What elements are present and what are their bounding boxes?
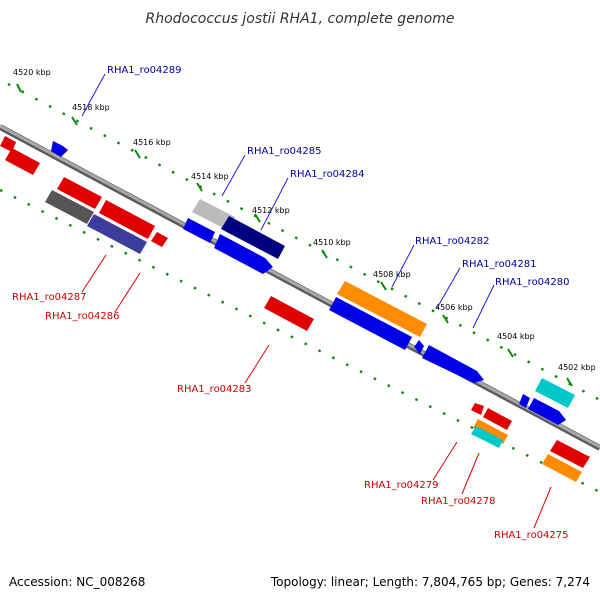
gene-label[interactable]: RHA1_ro04283	[177, 384, 252, 395]
gene-feature[interactable]	[519, 394, 530, 408]
gene-feature[interactable]	[87, 214, 147, 254]
tick-label: 4510 kbp	[313, 238, 351, 247]
gene-feature[interactable]	[264, 296, 314, 331]
gene-feature[interactable]	[214, 234, 273, 274]
gene-labels-top: RHA1_ro04289 RHA1_ro04285 RHA1_ro04284 R…	[107, 65, 570, 288]
genome-summary-text: Topology: linear; Length: 7,804,765 bp; …	[270, 575, 590, 589]
gene-feature[interactable]	[471, 426, 503, 448]
gene-label[interactable]: RHA1_ro04279	[364, 480, 439, 491]
gene-feature[interactable]	[471, 403, 484, 415]
gene-feature[interactable]	[337, 281, 427, 337]
gene-feature[interactable]	[414, 340, 424, 354]
gene-label[interactable]: RHA1_ro04275	[494, 530, 569, 541]
gene-feature[interactable]	[422, 345, 484, 383]
gene-feature[interactable]	[5, 148, 40, 175]
gene-feature[interactable]	[57, 177, 102, 209]
gene-feature[interactable]	[45, 190, 94, 224]
gene-label[interactable]: RHA1_ro04282	[415, 236, 490, 247]
ruler-top	[7, 82, 600, 402]
gene-feature[interactable]	[535, 378, 575, 408]
gene-feature[interactable]	[151, 232, 168, 247]
tick-label: 4514 kbp	[191, 172, 229, 181]
gene-label[interactable]: RHA1_ro04285	[247, 146, 322, 157]
tick-label: 4520 kbp	[13, 68, 51, 77]
gene-label[interactable]: RHA1_ro04284	[290, 169, 365, 180]
genes-middle-strand	[5, 148, 590, 482]
gene-feature[interactable]	[550, 440, 590, 468]
tick-label: 4516 kbp	[133, 138, 171, 147]
gene-feature[interactable]	[221, 216, 285, 259]
map-title: Rhodococcus jostii RHA1, complete genome	[145, 11, 454, 27]
genes-top-strand	[0, 136, 575, 408]
accession-text: Accession: NC_008268	[9, 575, 145, 589]
gene-feature[interactable]	[329, 297, 412, 350]
tick-label: 4518 kbp	[72, 103, 110, 112]
gene-labels-bottom: RHA1_ro04287 RHA1_ro04286 RHA1_ro04283 R…	[12, 292, 569, 541]
ruler-major-ticks	[16, 83, 573, 387]
gene-feature[interactable]	[51, 141, 68, 157]
gene-label[interactable]: RHA1_ro04278	[421, 496, 496, 507]
gene-feature[interactable]	[483, 408, 512, 430]
ruler-bottom	[0, 188, 600, 494]
gene-feature[interactable]	[99, 200, 155, 239]
gene-feature[interactable]	[528, 398, 566, 425]
gene-label[interactable]: RHA1_ro04281	[462, 259, 537, 270]
gene-feature[interactable]	[473, 419, 508, 444]
tick-label: 4506 kbp	[435, 303, 473, 312]
callouts-bottom	[81, 254, 552, 529]
tick-label: 4508 kbp	[373, 270, 411, 279]
gene-label[interactable]: RHA1_ro04280	[495, 277, 570, 288]
gene-feature[interactable]	[183, 218, 215, 243]
gene-label[interactable]: RHA1_ro04287	[12, 292, 87, 303]
gene-label[interactable]: RHA1_ro04289	[107, 65, 182, 76]
gene-feature[interactable]	[192, 199, 235, 230]
callouts-top	[81, 73, 495, 329]
tick-label: 4502 kbp	[558, 363, 596, 372]
genome-backbone-highlight	[0, 124, 600, 449]
tick-label: 4504 kbp	[497, 332, 535, 341]
gene-feature[interactable]	[542, 454, 582, 482]
gene-label[interactable]: RHA1_ro04286	[45, 311, 120, 322]
